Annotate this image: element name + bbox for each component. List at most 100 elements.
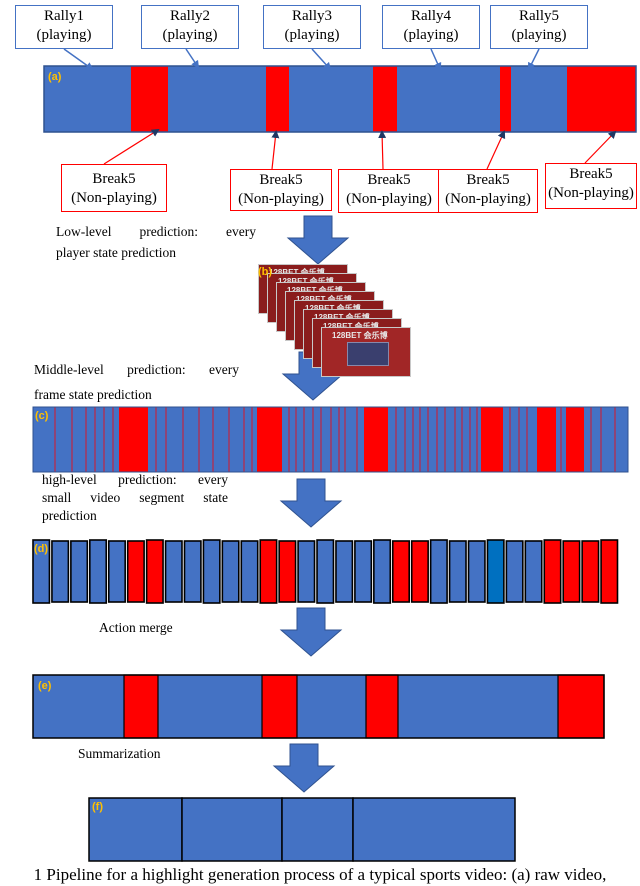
break-sub: (Non-playing) [238,191,324,207]
non-playing-segment [600,539,619,604]
playing-segment [240,540,259,603]
non-playing-segment [126,540,145,603]
low-level-line-2: player state prediction [56,245,176,260]
playing-segment [51,540,70,603]
rally-callout: Rally3 (playing) [263,5,361,49]
non-playing-segment [543,539,562,604]
panel-label-c: (c) [35,410,49,422]
break-callout: Break5 (Non-playing) [338,169,440,213]
rally-title: Rally2 [170,8,210,24]
break-title: Break5 [92,171,136,187]
break-pointer-arrow [271,130,280,170]
playing-segment [524,540,543,603]
merged-break-block [123,674,159,739]
break-callout: Break5 (Non-playing) [61,164,167,212]
non-playing-frame-block [537,407,556,472]
summary-bar [88,797,516,862]
segment-state-bar [32,539,619,604]
high-level-step-text: high-level prediction: every small video… [42,471,228,525]
rally-title: Rally3 [292,8,332,24]
flow-down-arrow [286,215,350,265]
rally-callout: Rally1 (playing) [15,5,113,49]
rally-pointer-arrow [430,48,442,71]
rally-callout: Rally2 (playing) [141,5,239,49]
non-playing-segment [278,540,297,603]
non-playing-segment [259,539,278,604]
break-sub: (Non-playing) [346,191,432,207]
non-playing-segment [145,539,164,604]
playing-segment [467,540,486,603]
break-pointer-arrow [378,130,387,170]
action-merge-label: Action merge [99,620,173,635]
rally-segment [289,66,373,132]
rally-pointer-arrow [528,48,540,71]
merged-bar-outline [32,674,605,739]
flow-down-arrow [279,478,343,528]
playing-segment [335,540,354,603]
rally-pointer-arrow [63,48,94,71]
rally-title: Rally1 [44,8,84,24]
break-sub: (Non-playing) [445,191,531,207]
playing-segment [505,540,524,603]
break-callout: Break5 (Non-playing) [545,163,637,209]
playing-segment [373,539,392,604]
break-segment [266,66,289,132]
break-pointer-arrow [584,130,617,164]
rally-pointer-arrow [185,48,200,69]
non-playing-frame-block [566,407,584,472]
playing-segment [32,539,51,604]
flow-down-arrow [272,743,336,793]
rally-sub: (playing) [162,27,218,43]
merged-break-block [261,674,298,739]
rally-title: Rally4 [411,8,451,24]
break-segment [131,66,168,132]
raw-video-bar-outline [43,65,637,133]
break-pointer-arrow [103,128,160,165]
rally-sub: (playing) [284,27,340,43]
rally-segment [168,66,266,132]
flow-down-arrow [279,607,343,657]
non-playing-frame-block [119,407,148,472]
rally-sub: (playing) [403,27,459,43]
playing-segment [316,539,335,604]
playing-segment [164,540,183,603]
rally-callout: Rally4 (playing) [382,5,480,49]
break-callout: Break5 (Non-playing) [230,169,332,211]
panel-label-a: (a) [48,71,62,83]
break-title: Break5 [367,172,411,188]
thumbnail-banner-text: 128BET 会乐博 [332,331,388,340]
break-sub: (Non-playing) [548,185,634,201]
playing-segment [89,539,108,604]
merged-bar-background [33,675,604,738]
non-playing-frame-block [481,407,503,472]
frame-bar-outline [32,406,629,473]
playing-segment [448,540,467,603]
playing-segment [486,539,505,604]
low-level-step-text: Low-level prediction: every player state… [56,221,256,263]
raw-video-bar [43,65,637,133]
frame-state-bar [32,406,629,473]
break-segment [373,66,397,132]
thumbnail-banner-text: 128BET 会乐博 [314,312,392,323]
playing-segment [297,540,316,603]
summary-segment [88,797,183,862]
video-frame-thumbnail: 128BET 会乐博 [321,327,411,377]
rally-title: Rally5 [519,8,559,24]
non-playing-frame-block [257,407,282,472]
panel-label-e: (e) [38,680,52,692]
playing-segment [107,540,126,603]
break-segment [500,66,511,132]
rally-sub: (playing) [36,27,92,43]
thumbnail-banner-text: 128BET 会乐博 [305,303,383,314]
high-level-line-1: high-level prediction: every [42,472,228,487]
break-callout: Break5 (Non-playing) [438,169,538,213]
playing-segment [429,539,448,604]
break-pointer-arrow [486,130,506,170]
summary-segment [352,797,516,862]
panel-label-d: (d) [34,543,49,555]
break-title: Break5 [466,172,510,188]
rally-segment [44,66,131,132]
rally-pointer-arrow [311,48,332,71]
